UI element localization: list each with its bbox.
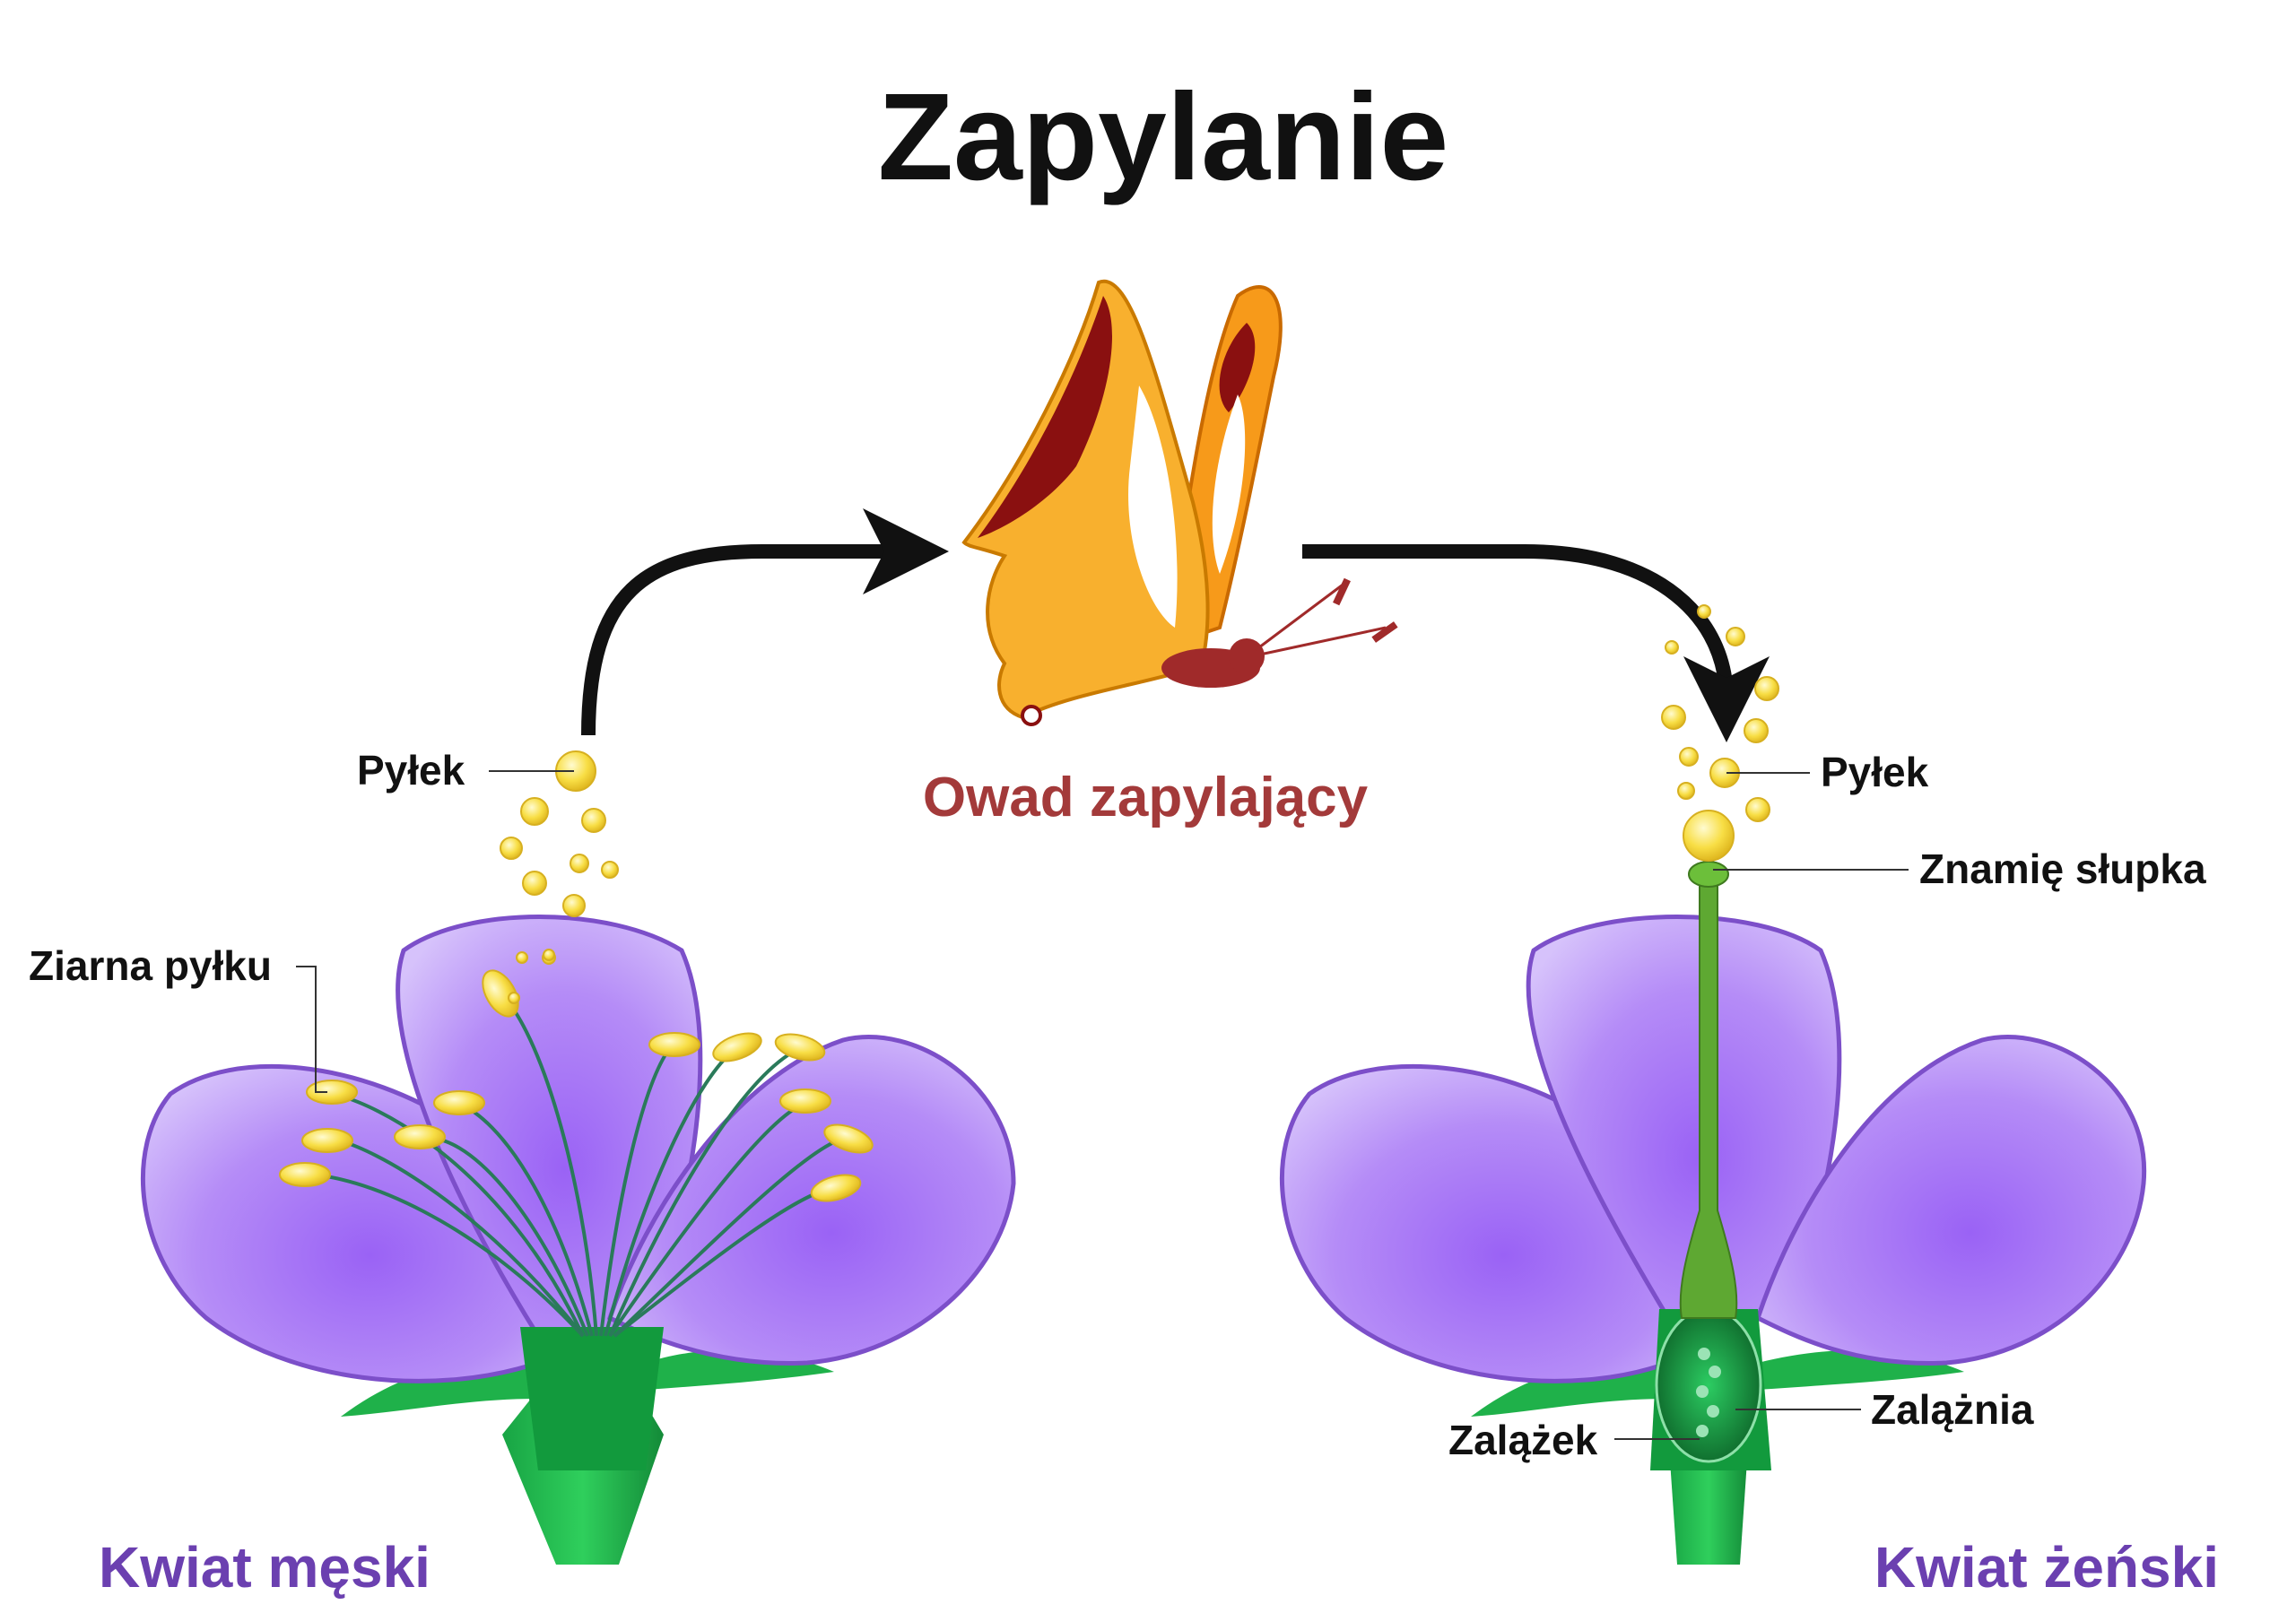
pollen-grains-label: Ziarna pyłku bbox=[29, 942, 272, 989]
female-flower bbox=[1279, 604, 2147, 1565]
stigma-label: Znamię słupka bbox=[1919, 846, 2206, 892]
ovary-label: Zalążnia bbox=[1871, 1386, 2034, 1433]
butterfly-illustration bbox=[961, 279, 1398, 726]
style bbox=[1679, 882, 1738, 1319]
male-flower-label: Kwiat męski bbox=[99, 1535, 430, 1600]
ovules bbox=[1696, 1348, 1721, 1437]
pollen-cloud-left bbox=[500, 797, 619, 1004]
ovule-label: Zalążek bbox=[1448, 1417, 1598, 1463]
pollen-cloud-right bbox=[1661, 604, 1779, 862]
insect-label: Owad zapylający bbox=[923, 767, 1369, 828]
stigma bbox=[1688, 861, 1729, 888]
pollen-left-label: Pyłek bbox=[357, 747, 465, 793]
arrow-left-to-insect bbox=[581, 508, 949, 736]
pollen-grains-leader bbox=[296, 966, 327, 1093]
anthers bbox=[279, 969, 874, 1202]
pollen-right-label: Pyłek bbox=[1821, 749, 1929, 795]
arrow-insect-to-right bbox=[1302, 544, 1770, 742]
male-flower bbox=[140, 797, 1016, 1565]
diagram-title: Zapylanie bbox=[878, 68, 1449, 206]
female-flower-label: Kwiat żeński bbox=[1874, 1535, 2219, 1600]
